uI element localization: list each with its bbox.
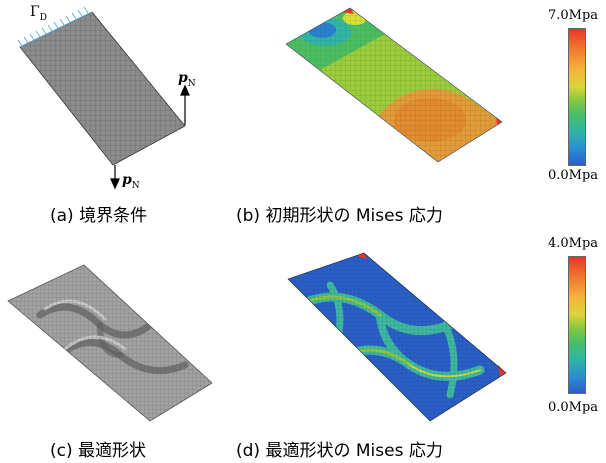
- gamma-subscript: D: [39, 12, 47, 23]
- p-subscript-lower: N: [131, 180, 140, 191]
- gamma-symbol: Γ: [30, 4, 40, 20]
- stress-plot-optimal: [287, 252, 507, 422]
- caption-a: (a) 境界条件: [50, 206, 148, 226]
- load-arrow-down: [110, 165, 120, 190]
- load-arrow-up: [180, 84, 190, 125]
- stress-plot-initial: [285, 7, 503, 163]
- p-n-label-upper: pN: [178, 70, 196, 89]
- panel-b: [270, 0, 510, 200]
- caption-b: (b) 初期形状の Mises 応力: [236, 206, 443, 226]
- colorbar-bottom-min-label: 0.0Mpa: [548, 400, 599, 415]
- colorbar-bottom-max-label: 4.0Mpa: [548, 236, 599, 251]
- colorbar-top: [568, 28, 586, 166]
- caption-d: (d) 最適形状の Mises 応力: [236, 441, 443, 461]
- caption-c: (c) 最適形状: [50, 441, 147, 461]
- colorbar-top-min-label: 0.0Mpa: [548, 168, 599, 183]
- optimal-shape-mesh: [7, 264, 213, 422]
- colorbar-top-max-label: 7.0Mpa: [548, 8, 599, 23]
- gamma-d-label: ΓD: [30, 4, 47, 23]
- p-symbol-upper: p: [178, 70, 188, 86]
- p-symbol-lower: p: [122, 172, 132, 188]
- p-n-label-lower: pN: [122, 172, 140, 191]
- panel-a: ΓD pN pN: [0, 0, 200, 200]
- plate-mesh-a: [17, 6, 190, 190]
- p-subscript-upper: N: [187, 78, 196, 89]
- panel-d: [270, 245, 510, 435]
- panel-c: [0, 245, 220, 435]
- fixed-boundary-hatch: [17, 6, 93, 48]
- colorbar-bottom: [568, 256, 586, 394]
